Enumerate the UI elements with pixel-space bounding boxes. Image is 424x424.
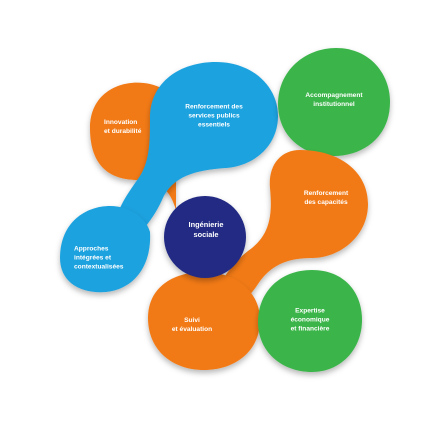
label-innovation: Innovation et durabilité: [104, 119, 142, 135]
label-approches: Approches intégrées et contextualisées: [74, 245, 124, 271]
blob-accompagnement: [278, 48, 390, 156]
label-capacites: Renforcement des capacités: [303, 190, 349, 206]
blob-capacites: [198, 150, 368, 318]
blob-ingenierie: [164, 196, 246, 278]
blob-approches: [60, 206, 151, 293]
label-services-publics: Renforcement des services publics essent…: [185, 103, 243, 129]
label-ingenierie: Ingénierie sociale: [188, 220, 224, 239]
label-suivi: Suivi et évaluation: [171, 317, 213, 333]
label-expertise: Expertise économique et financière: [290, 307, 330, 333]
label-accompagnement: Accompagnement institutionnel: [305, 92, 363, 108]
blob-expertise: [258, 270, 362, 372]
blob-suivi: [148, 272, 260, 370]
blob-services-publics: [110, 62, 278, 250]
